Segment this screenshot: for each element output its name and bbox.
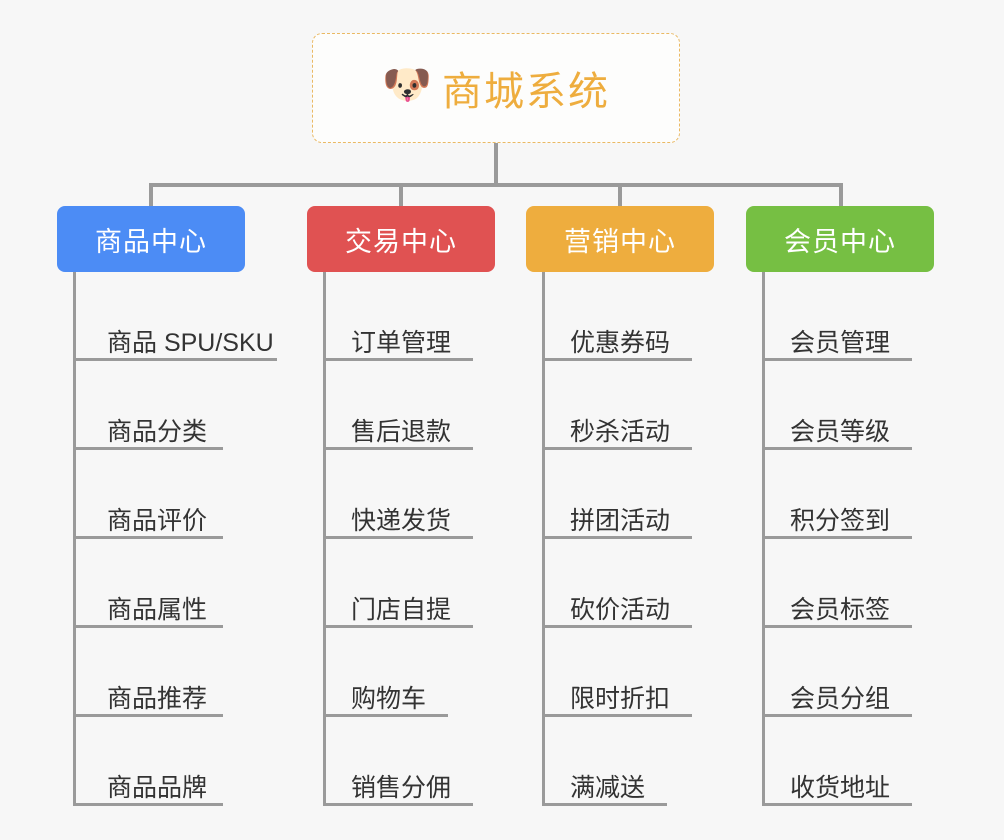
leaf-label: 商品分类 xyxy=(107,417,208,446)
leaf-label: 销售分佣 xyxy=(351,773,452,802)
leaf-list-product: 商品 SPU/SKU 商品分类 商品评价 商品属性 商品推荐 商品品牌 xyxy=(57,272,280,806)
branch-trunk xyxy=(323,272,326,806)
leaf-underline xyxy=(323,714,448,717)
leaf-underline xyxy=(323,803,473,806)
leaf-item[interactable]: 会员管理 xyxy=(746,272,912,361)
branch-trunk xyxy=(73,272,76,806)
leaf-underline xyxy=(323,536,473,539)
branch-header-label: 营销中心 xyxy=(564,226,676,257)
leaf-item[interactable]: 拼团活动 xyxy=(526,450,692,539)
leaf-item[interactable]: 秒杀活动 xyxy=(526,361,692,450)
leaf-item[interactable]: 满减送 xyxy=(526,717,676,806)
leaf-underline xyxy=(762,536,912,539)
leaf-label: 售后退款 xyxy=(351,417,452,446)
leaf-underline xyxy=(73,358,277,361)
leaf-item[interactable]: 会员等级 xyxy=(746,361,912,450)
leaf-item[interactable]: 门店自提 xyxy=(307,539,473,628)
branch-header-label: 会员中心 xyxy=(784,226,896,257)
root-title: 商城系统 xyxy=(442,70,610,114)
shiba-dog-face-icon: 🐶 xyxy=(382,63,432,107)
branch-header-marketing[interactable]: 营销中心 xyxy=(526,206,714,272)
leaf-item[interactable]: 商品 SPU/SKU xyxy=(57,272,280,361)
branch-header-trade[interactable]: 交易中心 xyxy=(307,206,495,272)
leaf-label: 门店自提 xyxy=(351,595,452,624)
branch-drop-connector-1 xyxy=(399,183,403,208)
leaf-list-trade: 订单管理 售后退款 快递发货 门店自提 购物车 销售分佣 xyxy=(307,272,473,806)
root-node[interactable]: 🐶 商城系统 xyxy=(312,33,680,143)
leaf-label: 收货地址 xyxy=(790,773,891,802)
branch-header-label: 交易中心 xyxy=(345,226,457,257)
leaf-underline xyxy=(542,358,692,361)
leaf-label: 商品评价 xyxy=(107,506,208,535)
leaf-underline xyxy=(542,536,692,539)
leaf-label: 商品推荐 xyxy=(107,684,208,713)
leaf-item[interactable]: 商品属性 xyxy=(57,539,280,628)
branch-trunk xyxy=(542,272,545,806)
leaf-label: 会员管理 xyxy=(790,328,891,357)
leaf-list-member: 会员管理 会员等级 积分签到 会员标签 会员分组 收货地址 xyxy=(746,272,912,806)
leaf-label: 砍价活动 xyxy=(570,595,671,624)
leaf-item[interactable]: 订单管理 xyxy=(307,272,473,361)
leaf-item[interactable]: 商品分类 xyxy=(57,361,280,450)
leaf-underline xyxy=(762,447,912,450)
leaf-item[interactable]: 商品评价 xyxy=(57,450,280,539)
leaf-label: 积分签到 xyxy=(790,506,891,535)
leaf-label: 限时折扣 xyxy=(570,684,671,713)
leaf-label: 快递发货 xyxy=(351,506,452,535)
leaf-item[interactable]: 售后退款 xyxy=(307,361,473,450)
leaf-item[interactable]: 砍价活动 xyxy=(526,539,692,628)
branch-trunk xyxy=(762,272,765,806)
branch-header-label: 商品中心 xyxy=(95,226,207,257)
leaf-underline xyxy=(542,447,692,450)
leaf-label: 订单管理 xyxy=(351,328,452,357)
leaf-label: 满减送 xyxy=(570,773,646,802)
leaf-underline xyxy=(542,803,667,806)
leaf-label: 商品属性 xyxy=(107,595,208,624)
leaf-item[interactable]: 快递发货 xyxy=(307,450,473,539)
branch-drop-connector-2 xyxy=(618,183,622,208)
leaf-item[interactable]: 商品推荐 xyxy=(57,628,280,717)
leaf-underline xyxy=(73,714,223,717)
leaf-underline xyxy=(542,625,692,628)
leaf-label: 会员等级 xyxy=(790,417,891,446)
leaf-item[interactable]: 销售分佣 xyxy=(307,717,473,806)
leaf-item[interactable]: 优惠券码 xyxy=(526,272,692,361)
leaf-label: 商品 SPU/SKU xyxy=(107,328,274,357)
root-stem-connector xyxy=(494,143,498,186)
leaf-underline xyxy=(762,803,912,806)
leaf-label: 优惠券码 xyxy=(570,328,671,357)
leaf-item[interactable]: 积分签到 xyxy=(746,450,912,539)
branch-header-member[interactable]: 会员中心 xyxy=(746,206,934,272)
leaf-item[interactable]: 限时折扣 xyxy=(526,628,692,717)
leaf-underline xyxy=(73,625,223,628)
leaf-underline xyxy=(323,358,473,361)
leaf-label: 秒杀活动 xyxy=(570,417,671,446)
leaf-label: 商品品牌 xyxy=(107,773,208,802)
leaf-item[interactable]: 会员标签 xyxy=(746,539,912,628)
leaf-underline xyxy=(762,625,912,628)
branch-drop-connector-3 xyxy=(839,183,843,208)
leaf-item[interactable]: 商品品牌 xyxy=(57,717,280,806)
branch-header-product[interactable]: 商品中心 xyxy=(57,206,245,272)
leaf-item[interactable]: 收货地址 xyxy=(746,717,912,806)
leaf-underline xyxy=(73,447,223,450)
leaf-label: 购物车 xyxy=(351,684,427,713)
leaf-underline xyxy=(762,358,912,361)
leaf-underline xyxy=(542,714,692,717)
branch-bus-connector xyxy=(149,183,843,187)
leaf-label: 会员分组 xyxy=(790,684,891,713)
leaf-underline xyxy=(73,803,223,806)
leaf-underline xyxy=(323,447,473,450)
leaf-item[interactable]: 购物车 xyxy=(307,628,457,717)
leaf-list-marketing: 优惠券码 秒杀活动 拼团活动 砍价活动 限时折扣 满减送 xyxy=(526,272,692,806)
branch-drop-connector-0 xyxy=(149,183,153,208)
leaf-label: 拼团活动 xyxy=(570,506,671,535)
leaf-underline xyxy=(762,714,912,717)
leaf-underline xyxy=(73,536,223,539)
leaf-underline xyxy=(323,625,473,628)
leaf-label: 会员标签 xyxy=(790,595,891,624)
leaf-item[interactable]: 会员分组 xyxy=(746,628,912,717)
